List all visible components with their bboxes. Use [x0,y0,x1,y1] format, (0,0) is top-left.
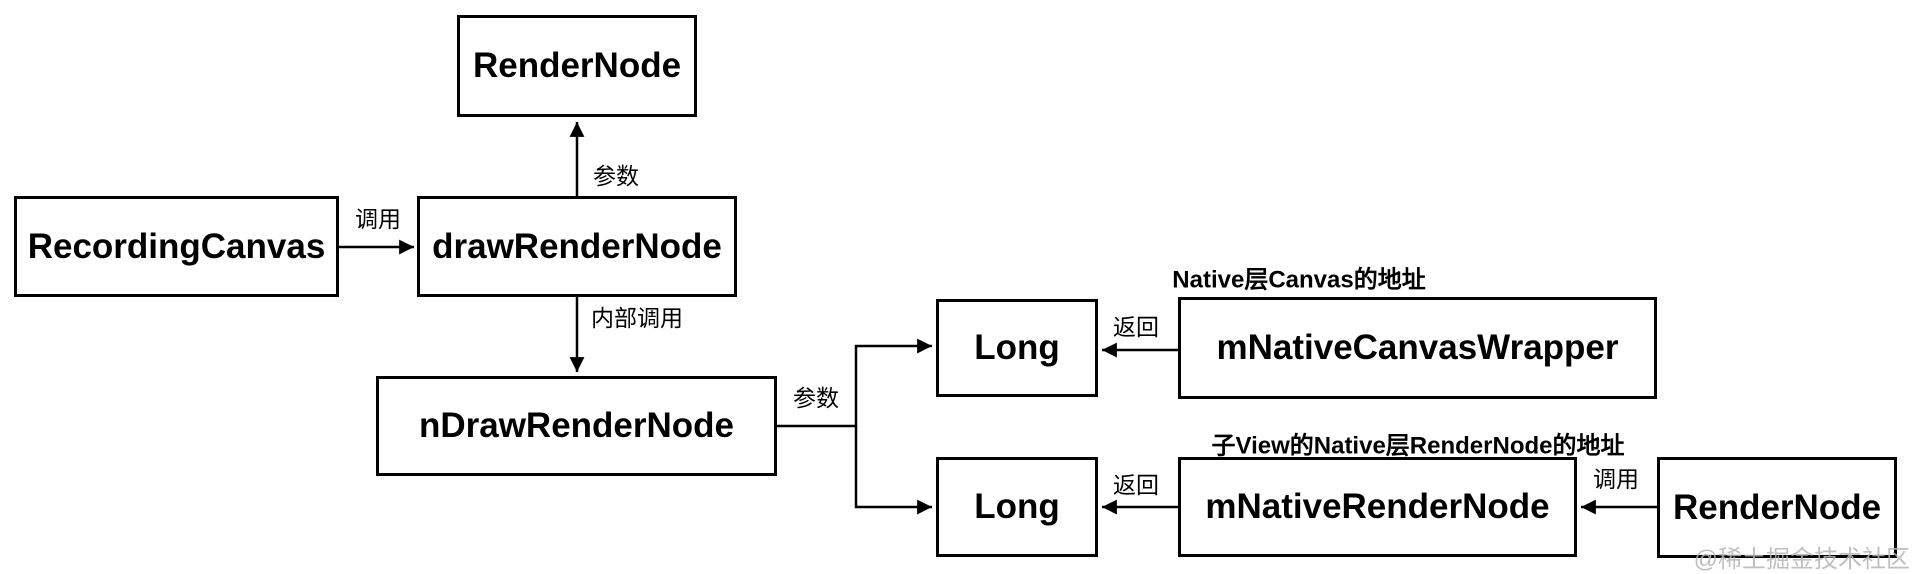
node-long-top: Long [936,299,1098,397]
edge-param-2a [777,338,932,428]
edge-label-return-2: 返回 [1113,472,1159,498]
node-mnative-render-node: mNativeRenderNode [1178,457,1577,557]
node-recording-canvas: RecordingCanvas [14,196,339,297]
edge-param-2b [854,426,932,515]
edge-label-internal-call: 内部调用 [591,305,683,331]
node-render-node-bottom: RenderNode [1657,457,1897,558]
node-mnative-canvas-wrapper: mNativeCanvasWrapper [1178,297,1657,399]
edge-label-call-2: 调用 [1593,466,1639,492]
annotation-native-rendernode-address: 子View的Native层RenderNode的地址 [1211,432,1625,460]
node-ndraw-render-node: nDrawRenderNode [376,376,777,476]
juejin-watermark: @稀土掘金技术社区 [1693,546,1910,573]
node-draw-render-node: drawRenderNode [417,196,737,297]
node-long-bottom: Long [936,457,1098,557]
node-render-node-top: RenderNode [457,15,697,117]
annotation-native-canvas-address: Native层Canvas的地址 [1172,266,1426,294]
edge-label-return-1: 返回 [1113,314,1159,340]
edge-label-call-1: 调用 [355,206,401,232]
edge-label-param-1: 参数 [593,163,639,189]
edge-label-param-2: 参数 [793,385,839,411]
